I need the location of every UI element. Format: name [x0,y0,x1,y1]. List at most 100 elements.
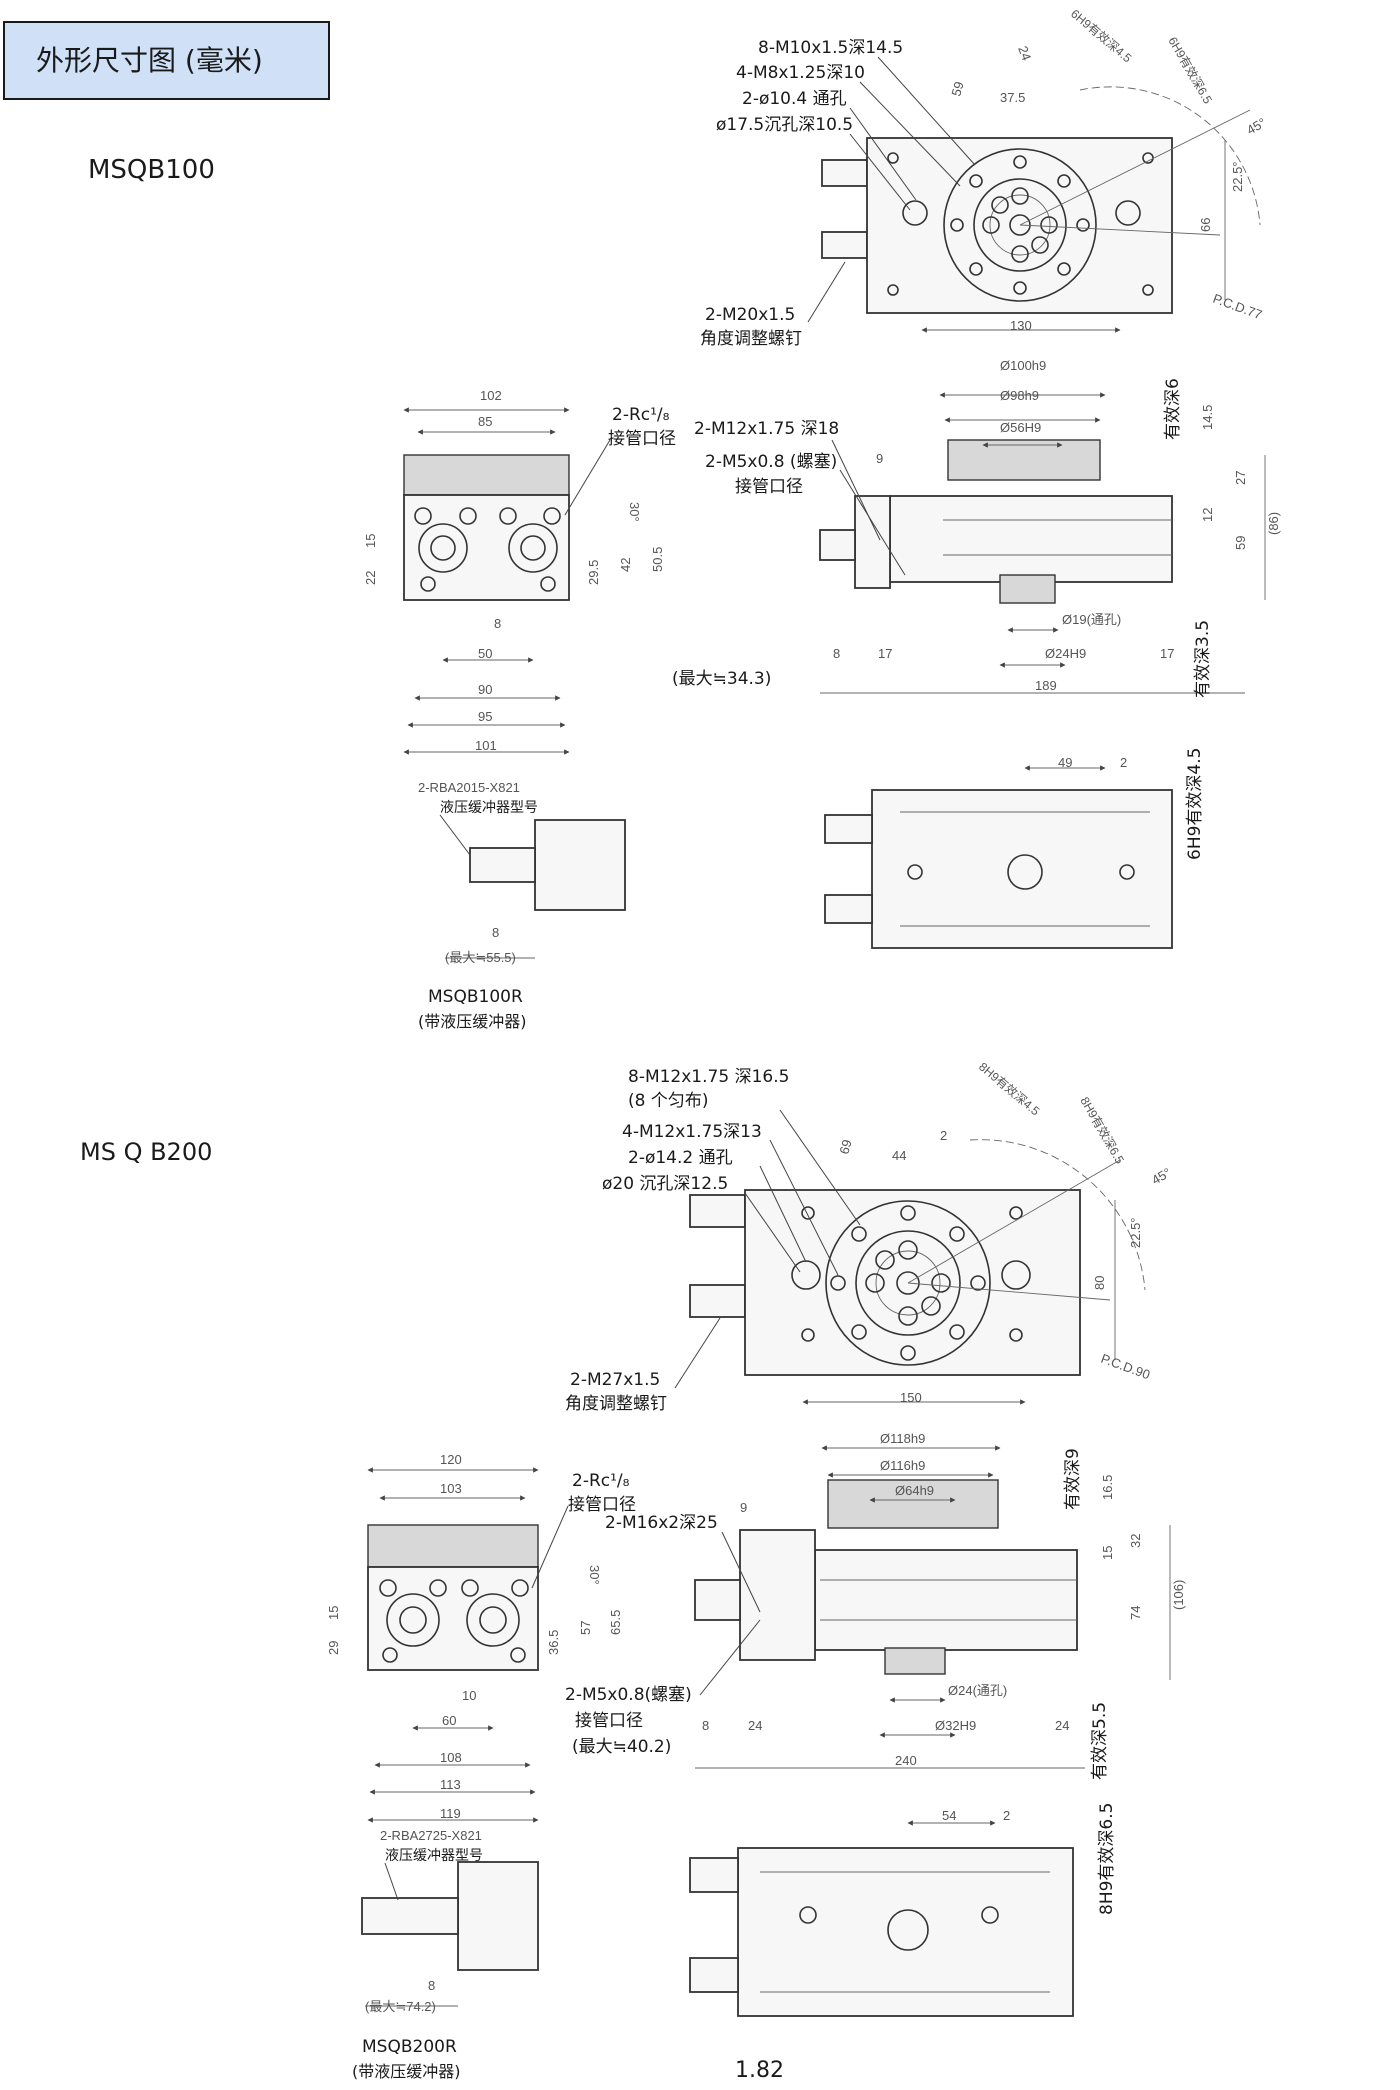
svg-text:MSQB100R: MSQB100R [428,987,523,1007]
svg-text:69: 69 [836,1138,854,1156]
header: 外形尺寸图 (毫米) [3,21,330,100]
svg-text:54: 54 [942,1808,956,1823]
svg-text:101: 101 [475,738,497,753]
svg-text:15: 15 [1100,1546,1115,1560]
svg-text:8H9有效深6.5: 8H9有效深6.5 [1077,1094,1128,1166]
svg-text:Ø56H9: Ø56H9 [1000,420,1041,435]
svg-text:2-M16x2深25: 2-M16x2深25 [605,1513,718,1533]
svg-text:(最大≒40.2): (最大≒40.2) [572,1737,671,1757]
svg-text:9: 9 [740,1500,747,1515]
svg-text:液压缓冲器型号: 液压缓冲器型号 [385,1848,483,1864]
svg-text:37.5: 37.5 [1000,90,1025,105]
svg-text:74: 74 [1128,1606,1143,1620]
svg-text:22.5°: 22.5° [1230,161,1245,192]
svg-text:10: 10 [462,1688,476,1703]
svg-text:接管口径: 接管口径 [568,1495,636,1515]
svg-text:12: 12 [1200,508,1215,522]
svg-text:(带液压缓冲器): (带液压缓冲器) [418,1012,527,1031]
svg-text:角度调整螺钉: 角度调整螺钉 [700,329,802,349]
svg-text:240: 240 [895,1753,917,1768]
svg-text:8-M10x1.5深14.5: 8-M10x1.5深14.5 [758,38,903,58]
svg-text:2-M5x0.8 (螺塞): 2-M5x0.8 (螺塞) [705,452,837,472]
svg-text:57: 57 [578,1621,593,1635]
body-side-200 [814,1549,1078,1651]
svg-text:189: 189 [1035,678,1057,693]
header-title: 外形尺寸图 (毫米) [36,44,263,77]
svg-text:(8 个匀布): (8 个匀布) [628,1091,708,1111]
svg-text:30°: 30° [627,502,642,522]
svg-text:(86): (86) [1266,512,1281,535]
svg-text:2-M20x1.5: 2-M20x1.5 [705,305,795,325]
svg-text:103: 103 [440,1481,462,1496]
svg-text:(最大≒34.3): (最大≒34.3) [672,669,771,689]
svg-text:45°: 45° [1244,115,1269,138]
bottom-view-200: 54 2 8H9有效深6.5 [689,1803,1117,2017]
svg-text:8: 8 [492,925,499,940]
svg-text:6H9有效深4.5: 6H9有效深4.5 [1068,6,1135,66]
svg-text:8: 8 [428,1978,435,1993]
svg-text:ø20 沉孔深12.5: ø20 沉孔深12.5 [602,1174,728,1194]
svg-text:(106): (106) [1171,1580,1186,1610]
svg-text:16.5: 16.5 [1100,1475,1115,1500]
svg-text:36.5: 36.5 [546,1630,561,1655]
svg-text:2-Rc¹/₈: 2-Rc¹/₈ [612,405,670,425]
svg-text:108: 108 [440,1750,462,1765]
svg-text:Ø24H9: Ø24H9 [1045,646,1086,661]
svg-text:90: 90 [478,682,492,697]
svg-text:85: 85 [478,414,492,429]
svg-text:Ø116h9: Ø116h9 [880,1458,925,1473]
svg-text:有效深5.5: 有效深5.5 [1090,1702,1110,1780]
svg-text:液压缓冲器型号: 液压缓冲器型号 [440,800,538,816]
svg-text:65.5: 65.5 [608,1610,623,1635]
svg-text:8H9有效深6.5: 8H9有效深6.5 [1097,1803,1117,1915]
svg-text:接管口径: 接管口径 [608,429,676,449]
svg-text:27: 27 [1233,471,1248,485]
model-title-100: MSQB100 [88,155,215,185]
body-bottom-200 [737,1847,1074,2017]
svg-text:45°: 45° [1149,1165,1174,1188]
svg-text:30°: 30° [587,1565,602,1585]
svg-text:6H9有效深6.5: 6H9有效深6.5 [1165,34,1216,106]
svg-text:119: 119 [440,1806,461,1821]
svg-text:8-M12x1.75 深16.5: 8-M12x1.75 深16.5 [628,1067,789,1087]
svg-text:MSQB200R: MSQB200R [362,2037,457,2057]
svg-text:15: 15 [363,534,378,548]
svg-text:29: 29 [326,1641,341,1655]
body-top-100 [866,137,1173,314]
svg-text:接管口径: 接管口径 [735,477,803,497]
svg-text:Ø19(通孔): Ø19(通孔) [1062,612,1121,627]
svg-text:(最大≒55.5): (最大≒55.5) [445,950,516,965]
svg-text:2: 2 [1003,1808,1010,1823]
absorber-100: 2-RBA2015-X821 液压缓冲器型号 8 (最大≒55.5) MSQB1… [418,780,626,1031]
svg-text:P.C.D.77: P.C.D.77 [1211,291,1264,323]
svg-text:2-Rc¹/₈: 2-Rc¹/₈ [572,1471,630,1491]
svg-text:8H9有效深4.5: 8H9有效深4.5 [976,1059,1043,1119]
svg-text:4-M12x1.75深13: 4-M12x1.75深13 [622,1122,762,1142]
top-view-200 [689,1139,1146,1405]
svg-text:接管口径: 接管口径 [575,1711,643,1731]
body-top-200 [744,1189,1081,1376]
svg-text:Ø32H9: Ø32H9 [935,1718,976,1733]
bottom-view-100: 49 2 6H9有效深4.5 [824,748,1205,949]
body-bottom-100 [871,789,1173,949]
svg-text:2: 2 [940,1128,947,1143]
svg-text:Ø98h9: Ø98h9 [1000,388,1039,403]
svg-text:2-M12x1.75 深18: 2-M12x1.75 深18 [694,419,839,439]
svg-text:17: 17 [878,646,892,661]
svg-text:22.5°: 22.5° [1128,1217,1143,1248]
svg-text:有效深9: 有效深9 [1063,1448,1083,1510]
absorber-200: 2-RBA2725-X821 液压缓冲器型号 8 (最大≒74.2) MSQB2… [352,1828,539,2081]
svg-text:60: 60 [442,1713,456,1728]
svg-text:59: 59 [948,80,966,98]
svg-text:120: 120 [440,1452,462,1467]
svg-text:角度调整螺钉: 角度调整螺钉 [565,1394,667,1414]
svg-text:Ø64h9: Ø64h9 [895,1483,934,1498]
svg-text:17: 17 [1160,646,1174,661]
svg-text:9: 9 [876,451,883,466]
svg-text:150: 150 [900,1390,922,1405]
svg-text:Ø100h9: Ø100h9 [1000,358,1046,373]
header-box [3,21,330,100]
svg-text:P.C.D.90: P.C.D.90 [1099,1351,1152,1383]
front-view-100: 102 85 30° 15 22 29.5 42 50.5 8 50 90 95… [363,388,676,755]
